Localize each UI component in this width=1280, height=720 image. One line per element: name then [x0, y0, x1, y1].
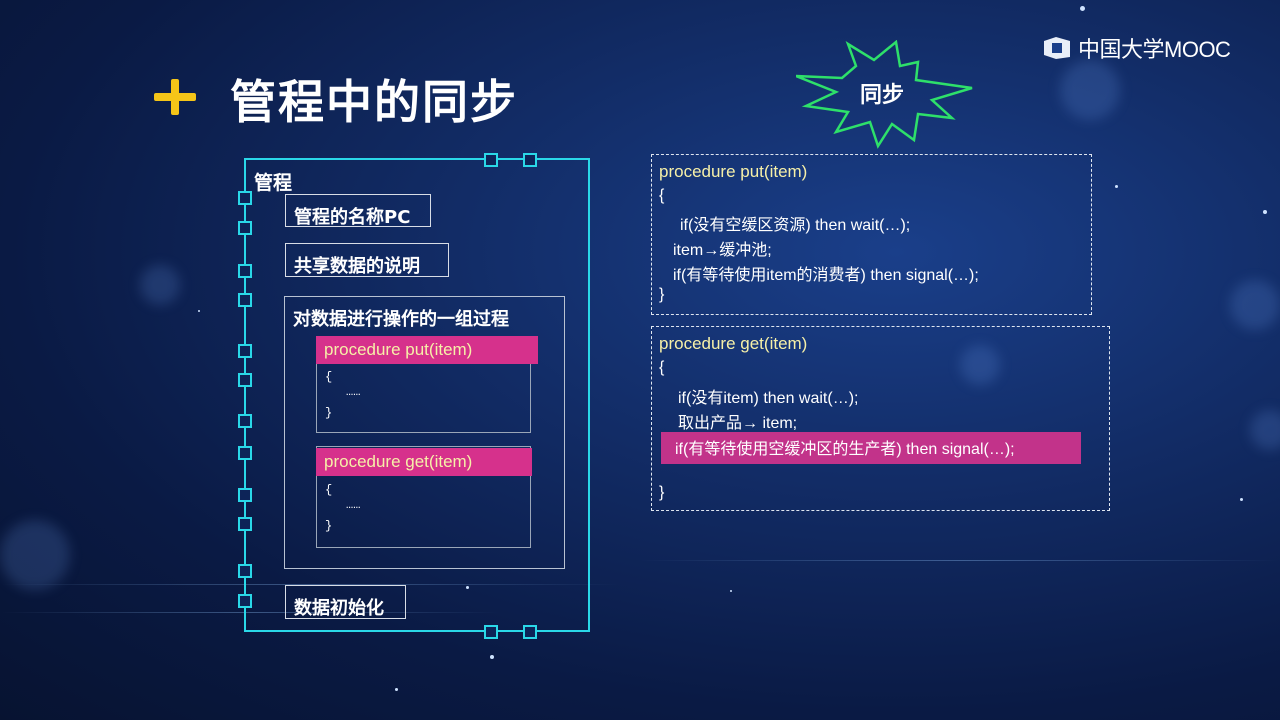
get-code-line: if(没有item) then wait(…);: [678, 390, 859, 407]
mooc-logo: 中国大学MOOC: [1042, 32, 1231, 64]
signal-highlight: [661, 432, 1081, 464]
monitor-label: 管程: [254, 172, 293, 194]
monitor-name-text: 管程的名称PC: [294, 207, 411, 228]
data-init-box: 数据初始化: [285, 585, 406, 619]
get-procedure-header: procedure get(item): [316, 448, 532, 476]
put-code-line: item→缓冲池;: [673, 242, 772, 259]
put-procedure-header: procedure put(item): [316, 336, 538, 364]
shared-data-box: 共享数据的说明: [285, 243, 449, 277]
starburst-badge-icon: [796, 40, 973, 149]
get-procedure-body: ……: [346, 498, 361, 512]
put-code-line: procedure put(item): [659, 162, 808, 181]
monitor-name-box: 管程的名称PC: [285, 194, 431, 228]
put-code-line: {: [659, 187, 665, 204]
put-code-box: [651, 154, 1092, 315]
get-code-line: }: [659, 484, 665, 501]
put-procedure-body: ……: [346, 385, 361, 399]
get-code-line: procedure get(item): [659, 334, 808, 353]
get-procedure-open: {: [325, 483, 333, 497]
put-procedure-open: {: [325, 370, 333, 384]
get-procedure-box: [316, 446, 531, 548]
get-code-line: {: [659, 359, 665, 376]
procedures-group: [284, 296, 565, 569]
shared-data-text: 共享数据的说明: [294, 256, 420, 277]
badge-text: 同步: [860, 83, 905, 108]
plus-icon: [154, 79, 196, 115]
data-init-text: 数据初始化: [294, 598, 384, 619]
mooc-logo-text: 中国大学MOOC: [1078, 37, 1231, 62]
get-code-line: if(有等待使用空缓冲区的生产者) then signal(…);: [675, 441, 1015, 458]
put-procedure-close: }: [325, 406, 333, 420]
mooc-logo-icon: [1042, 35, 1072, 61]
get-code-line: 取出产品→ item;: [678, 415, 798, 432]
get-code-box: [651, 326, 1110, 511]
put-code-line: }: [659, 286, 665, 303]
procedures-title: 对数据进行操作的一组过程: [293, 309, 509, 330]
get-procedure-close: }: [325, 519, 333, 533]
put-code-line: if(有等待使用item的消费者) then signal(…);: [673, 267, 979, 284]
put-code-line: if(没有空缓区资源) then wait(…);: [680, 217, 911, 234]
slide-title: 管程中的同步: [230, 75, 518, 129]
